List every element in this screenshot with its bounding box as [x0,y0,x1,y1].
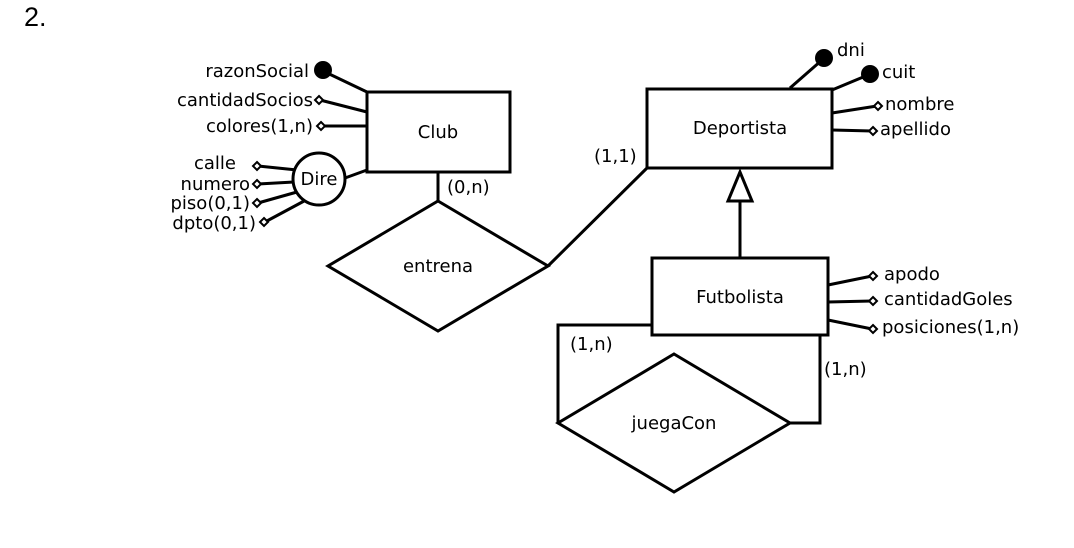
composite-dire-label: Dire [301,169,338,190]
entity-futbolista [650,256,830,337]
cantidadsocios-marker [313,94,325,106]
colores-marker [315,120,327,132]
attr-cuit: cuit [882,62,915,83]
numero-line [257,180,295,186]
nombre-marker [872,100,884,112]
juegacon-left-line [556,323,652,423]
dire-line [344,168,368,180]
cantidadgoles-line [827,299,873,304]
cantidadsocios-line [319,98,368,114]
attr-numero: numero [181,174,250,195]
cantidadgoles-marker [867,295,879,307]
razonsocial-key-marker [314,61,332,79]
dni-key-marker [815,49,833,67]
relationship-juegacon [555,352,793,494]
entity-deportista [645,87,834,170]
attr-apellido: apellido [880,119,951,140]
piso-marker [251,197,263,209]
relationship-juegacon-label: juegaCon [631,413,717,434]
calle-line [257,164,298,172]
attr-posiciones: posiciones(1,n) [882,317,1019,338]
isa-triangle [725,168,755,203]
card-deportista-entrena: (1,1) [594,146,637,167]
entity-futbolista-label: Futbolista [696,287,784,308]
entity-club [365,90,512,174]
composite-dire [291,151,347,207]
attr-apodo: apodo [884,264,940,285]
relationship-entrena-label: entrena [403,256,473,277]
cuit-key-marker [861,65,879,83]
attr-dni: dni [837,40,865,61]
entity-deportista-label: Deportista [693,118,787,139]
dpto-marker [258,216,270,228]
attr-razonsocial: razonSocial [205,61,309,82]
posiciones-line [827,318,873,331]
attr-cantidadsocios: cantidadSocios [177,90,313,111]
apodo-marker [867,270,879,282]
card-futbolista-juega-right: (1,n) [824,359,867,380]
dpto-line [264,198,307,224]
apodo-line [827,274,873,287]
heading: 2. [24,2,47,32]
attr-nombre: nombre [885,94,954,115]
card-club-entrena: (0,n) [447,177,490,198]
entrena-deportista-line [546,166,649,268]
piso-line [257,190,298,205]
attr-calle: calle [194,153,236,174]
apellido-marker [867,125,879,137]
attr-cantidadgoles: cantidadGoles [884,289,1013,310]
attr-colores: colores(1,n) [206,116,313,137]
dni-line [789,58,823,90]
apellido-line [831,128,873,133]
card-futbolista-juega-left: (1,n) [570,334,613,355]
numero-marker [251,178,263,190]
attr-dpto: dpto(0,1) [172,213,256,234]
attr-piso: piso(0,1) [171,193,251,214]
calle-marker [251,160,263,172]
posiciones-marker [867,323,879,335]
nombre-line [831,104,878,115]
relationship-entrena [325,199,551,333]
entity-club-label: Club [418,122,458,143]
